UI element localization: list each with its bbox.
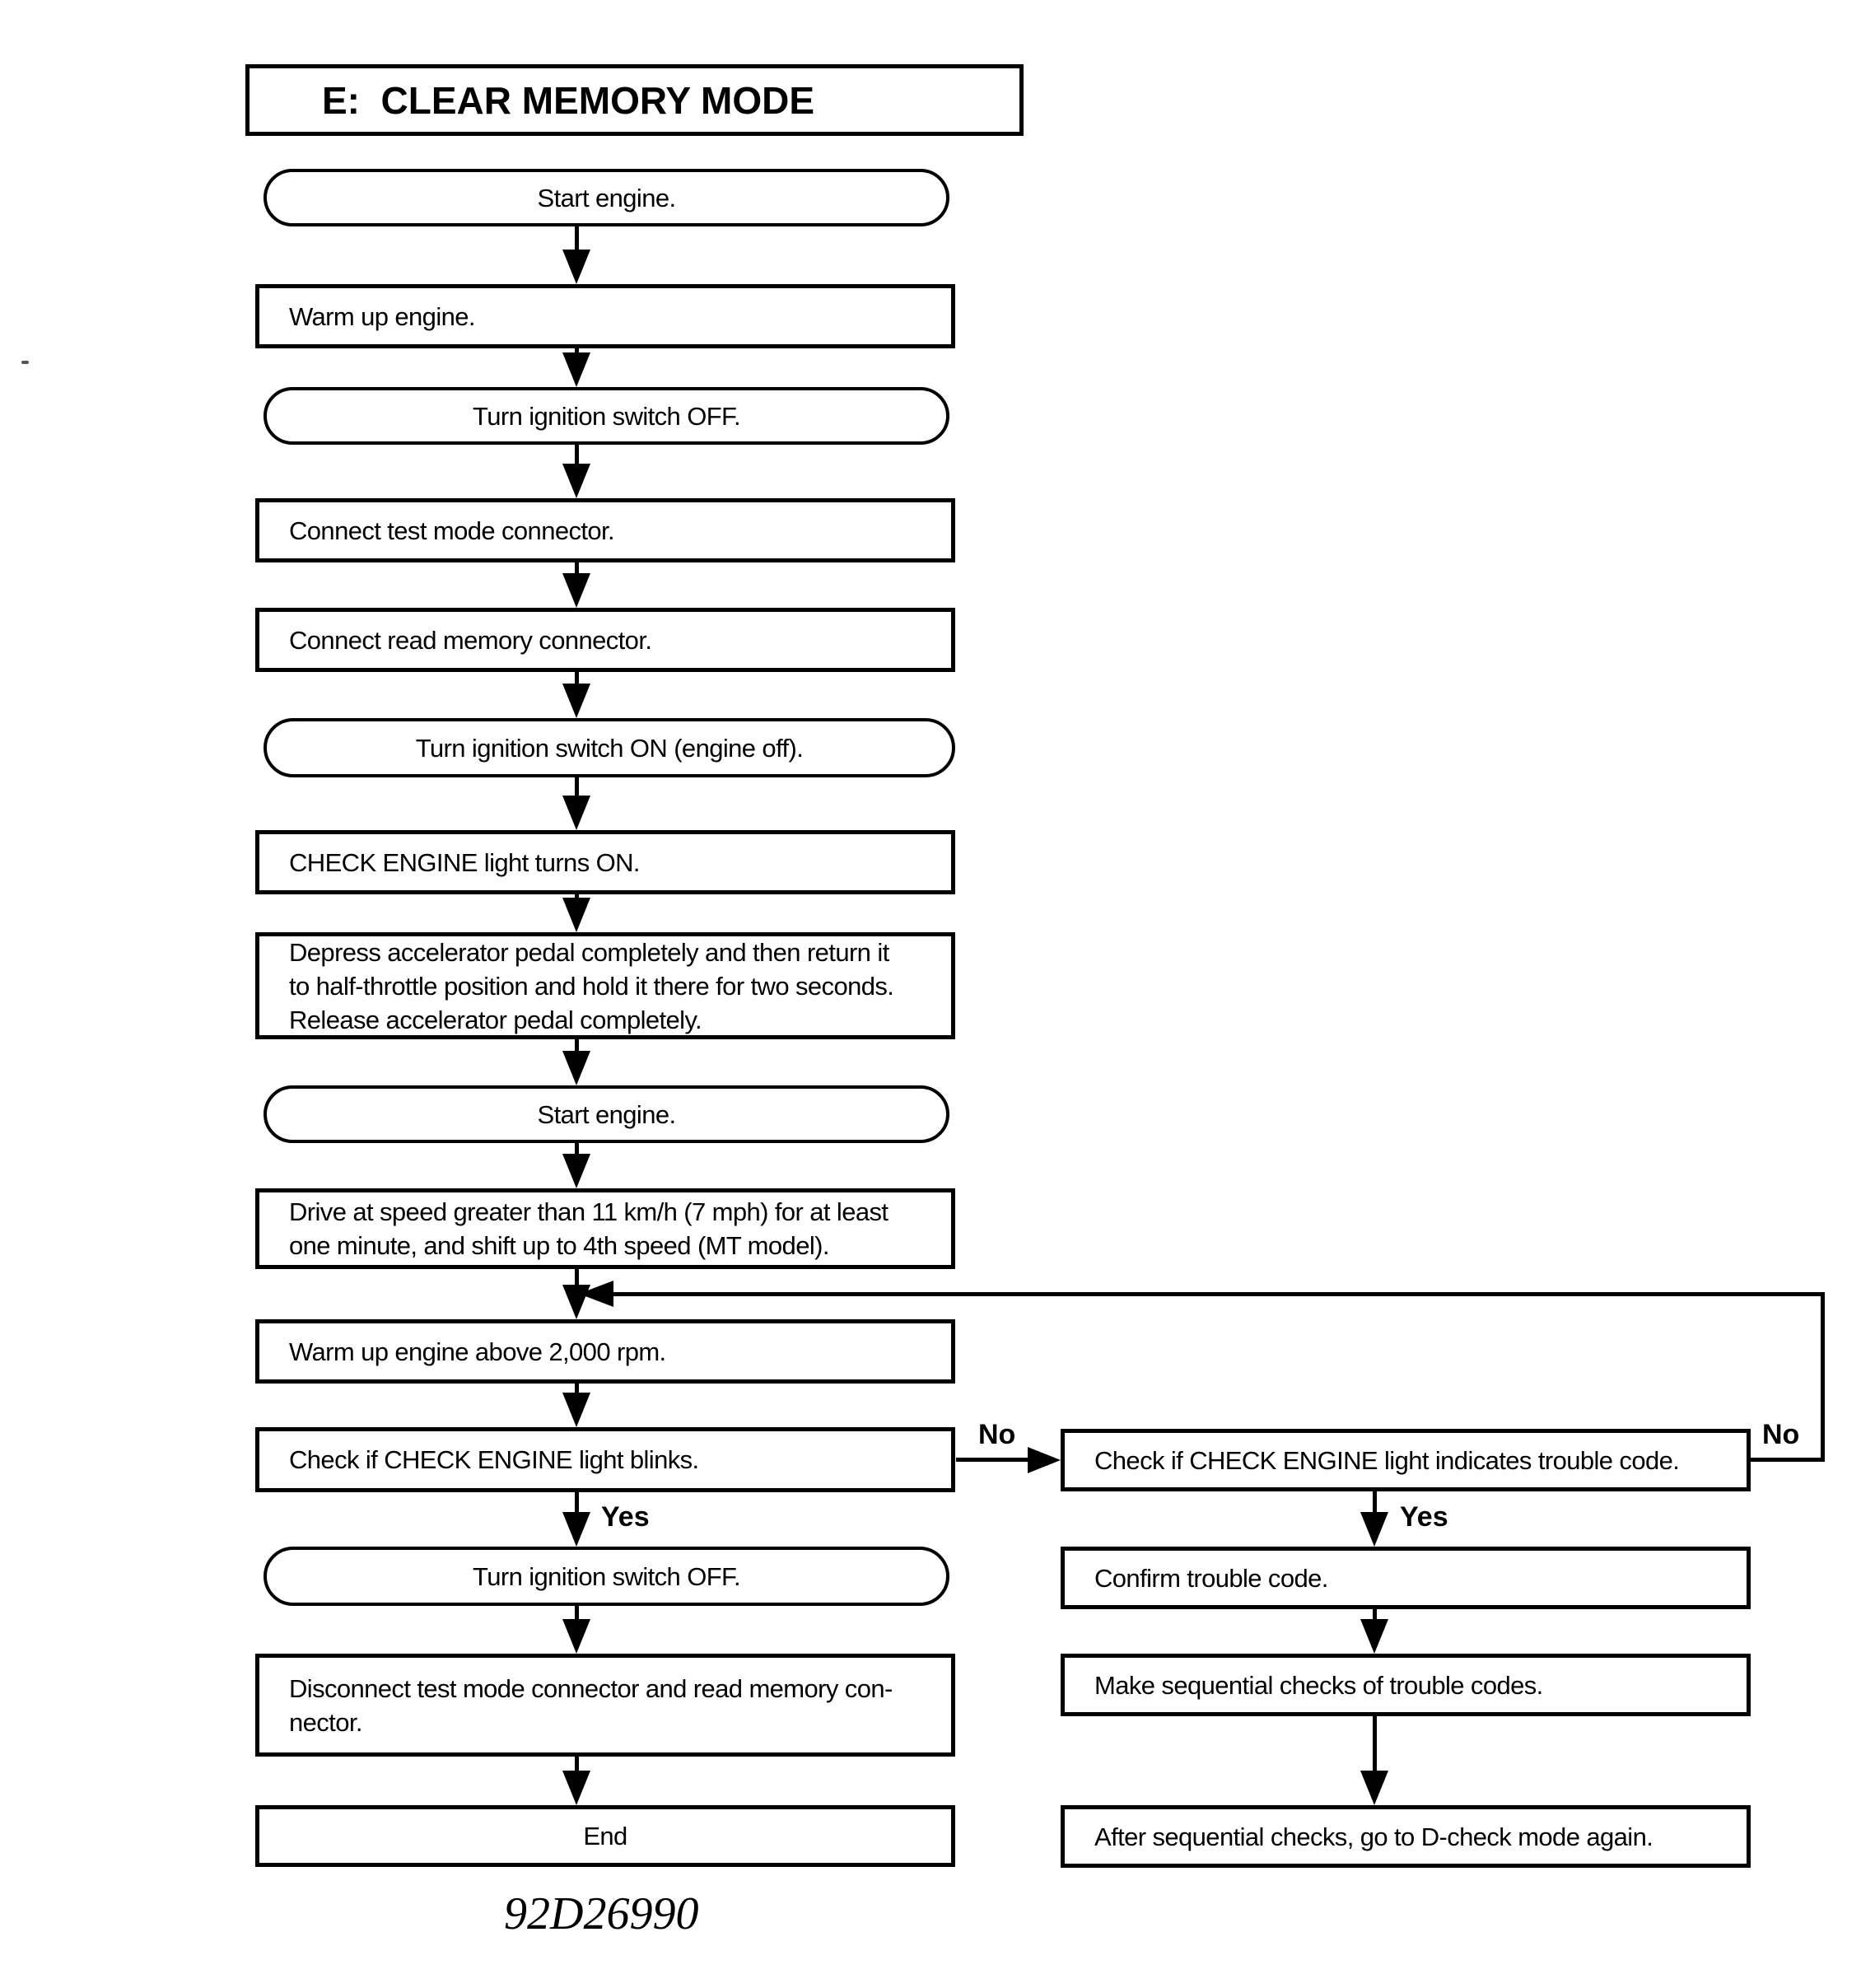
node-turn-ignition-off-2: Turn ignition switch OFF. [264,1547,949,1606]
node-label: CHECK ENGINE light turns ON. [289,847,641,877]
node-warm-up-above-2000rpm: Warm up engine above 2,000 rpm. [255,1319,955,1384]
arrow-right-icon [1028,1447,1061,1473]
arrow-down-icon [562,1512,590,1547]
node-label: Turn ignition switch OFF. [473,1561,741,1591]
node-connect-read-memory-connector: Connect read memory connector. [255,608,955,672]
title-box: E: CLEAR MEMORY MODE [245,64,1024,136]
arrow-line [575,226,579,256]
arrow-down-icon [562,250,590,284]
node-label: Start engine. [537,1099,677,1129]
arrow-line [1373,1609,1377,1626]
node-label: Drive at speed greater than 11 km/h (7 m… [289,1197,889,1260]
arrow-down-icon [1360,1771,1388,1805]
arrow-line [575,672,579,688]
arrow-down-icon [562,1393,590,1427]
node-end: End [255,1805,955,1867]
branch-label-yes: Yes [1400,1501,1448,1533]
arrow-line [575,1269,579,1289]
node-label: Confirm trouble code. [1094,1563,1328,1593]
branch-label-yes: Yes [601,1501,650,1533]
node-label: Start engine. [537,183,677,212]
node-after-sequential-checks: After sequential checks, go to D-check m… [1061,1805,1751,1868]
node-warm-up-engine: Warm up engine. [255,284,955,348]
node-label: End [583,1822,627,1850]
node-label: Depress accelerator pedal completely and… [289,937,894,1034]
node-depress-accelerator: Depress accelerator pedal completely and… [255,932,955,1039]
arrow-line [575,1039,579,1056]
arrow-down-icon [562,1619,590,1654]
arrow-down-icon [562,352,590,387]
arrow-line [1373,1716,1377,1774]
node-label: Connect test mode connector. [289,516,615,545]
page-title: E: CLEAR MEMORY MODE [322,78,815,122]
node-label: Warm up engine above 2,000 rpm. [289,1337,666,1366]
node-check-light-blinks: Check if CHECK ENGINE light blinks. [255,1427,955,1492]
scan-artifact-dot [21,361,29,364]
node-connect-test-mode-connector: Connect test mode connector. [255,498,955,562]
node-label: Disconnect test mode connector and read … [289,1673,893,1737]
arrow-down-icon [1360,1512,1388,1547]
arrow-line [575,1143,579,1158]
arrow-line [575,1606,579,1626]
loop-line [611,1292,1825,1296]
node-start-engine-1: Start engine. [264,169,949,226]
node-label: Connect read memory connector. [289,625,652,655]
arrow-down-icon [562,1154,590,1188]
node-start-engine-2: Start engine. [264,1085,949,1143]
arrow-line [575,1757,579,1776]
node-label: Make sequential checks of trouble codes. [1094,1670,1543,1700]
arrow-down-icon [562,1051,590,1085]
arrow-line [575,1384,579,1397]
arrow-down-icon [562,796,590,830]
node-label: Turn ignition switch ON (engine off). [415,733,804,763]
node-label: Check if CHECK ENGINE light blinks. [289,1445,699,1474]
arrow-line [575,445,579,468]
node-turn-ignition-on: Turn ignition switch ON (engine off). [264,718,955,777]
node-make-sequential-checks: Make sequential checks of trouble codes. [1061,1654,1751,1716]
node-label: After sequential checks, go to D-check m… [1094,1822,1653,1851]
node-check-engine-light-on: CHECK ENGINE light turns ON. [255,830,955,894]
figure-code: 92D26990 [504,1888,699,1939]
arrow-line [575,562,579,577]
arrow-down-icon [562,464,590,498]
arrow-down-icon [562,1771,590,1805]
connector-line [956,1458,1034,1462]
node-check-light-trouble-code: Check if CHECK ENGINE light indicates tr… [1061,1429,1751,1491]
node-label: Check if CHECK ENGINE light indicates tr… [1094,1445,1680,1475]
node-label: Warm up engine. [289,301,476,331]
arrow-down-icon [562,573,590,608]
arrow-down-icon [562,898,590,932]
loop-line [1821,1292,1825,1462]
arrow-line [575,1492,579,1517]
node-confirm-trouble-code: Confirm trouble code. [1061,1547,1751,1609]
arrow-down-icon [562,684,590,718]
arrow-down-icon [1360,1619,1388,1654]
node-drive-at-speed: Drive at speed greater than 11 km/h (7 m… [255,1188,955,1269]
loop-line [1751,1458,1825,1462]
arrow-left-icon [579,1281,613,1307]
node-disconnect-connectors: Disconnect test mode connector and read … [255,1654,955,1757]
node-label: Turn ignition switch OFF. [473,401,741,431]
node-turn-ignition-off-1: Turn ignition switch OFF. [264,387,949,445]
arrow-line [1373,1491,1377,1516]
branch-label-no: No [978,1419,1016,1450]
arrow-line [575,777,579,800]
branch-label-no: No [1762,1419,1800,1450]
